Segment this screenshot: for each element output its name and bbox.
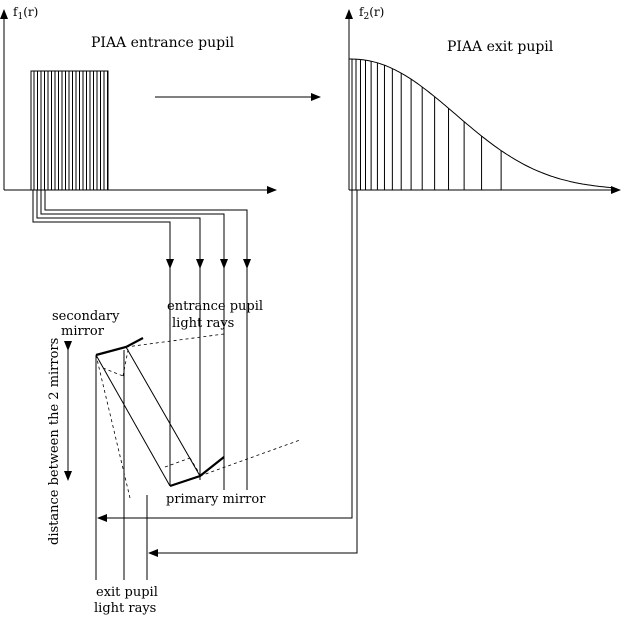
entrance-ylabel: f1(r)	[13, 5, 38, 22]
exit-ray-lines	[95, 350, 148, 580]
secondary-mirror	[95, 337, 144, 357]
exit-ray-routing	[97, 190, 358, 557]
exit-rays-label: exit pupil	[96, 585, 158, 600]
exit-axes	[345, 9, 621, 194]
secondary-label: secondary	[52, 309, 120, 324]
entrance-axes	[0, 9, 277, 194]
entrance-ray-routing	[32, 190, 251, 269]
entrance-rays-label-2: light rays	[172, 316, 234, 331]
entrance-profile	[30, 70, 109, 190]
exit-title: PIAA exit pupil	[447, 39, 554, 55]
secondary-label-2: mirror	[61, 324, 105, 339]
primary-label: primary mirror	[166, 492, 266, 507]
exit-rays-label-2: light rays	[94, 601, 156, 616]
entrance-rays-label: entrance pupil	[167, 299, 263, 314]
entrance-title: PIAA entrance pupil	[91, 35, 235, 51]
entrance-ray-lines	[169, 268, 248, 490]
exit-profile	[349, 58, 613, 191]
mirror-ray-paths	[95, 346, 201, 487]
exit-ylabel: f2(r)	[359, 5, 384, 22]
distance-label: distance between the 2 mirrors	[47, 338, 62, 545]
